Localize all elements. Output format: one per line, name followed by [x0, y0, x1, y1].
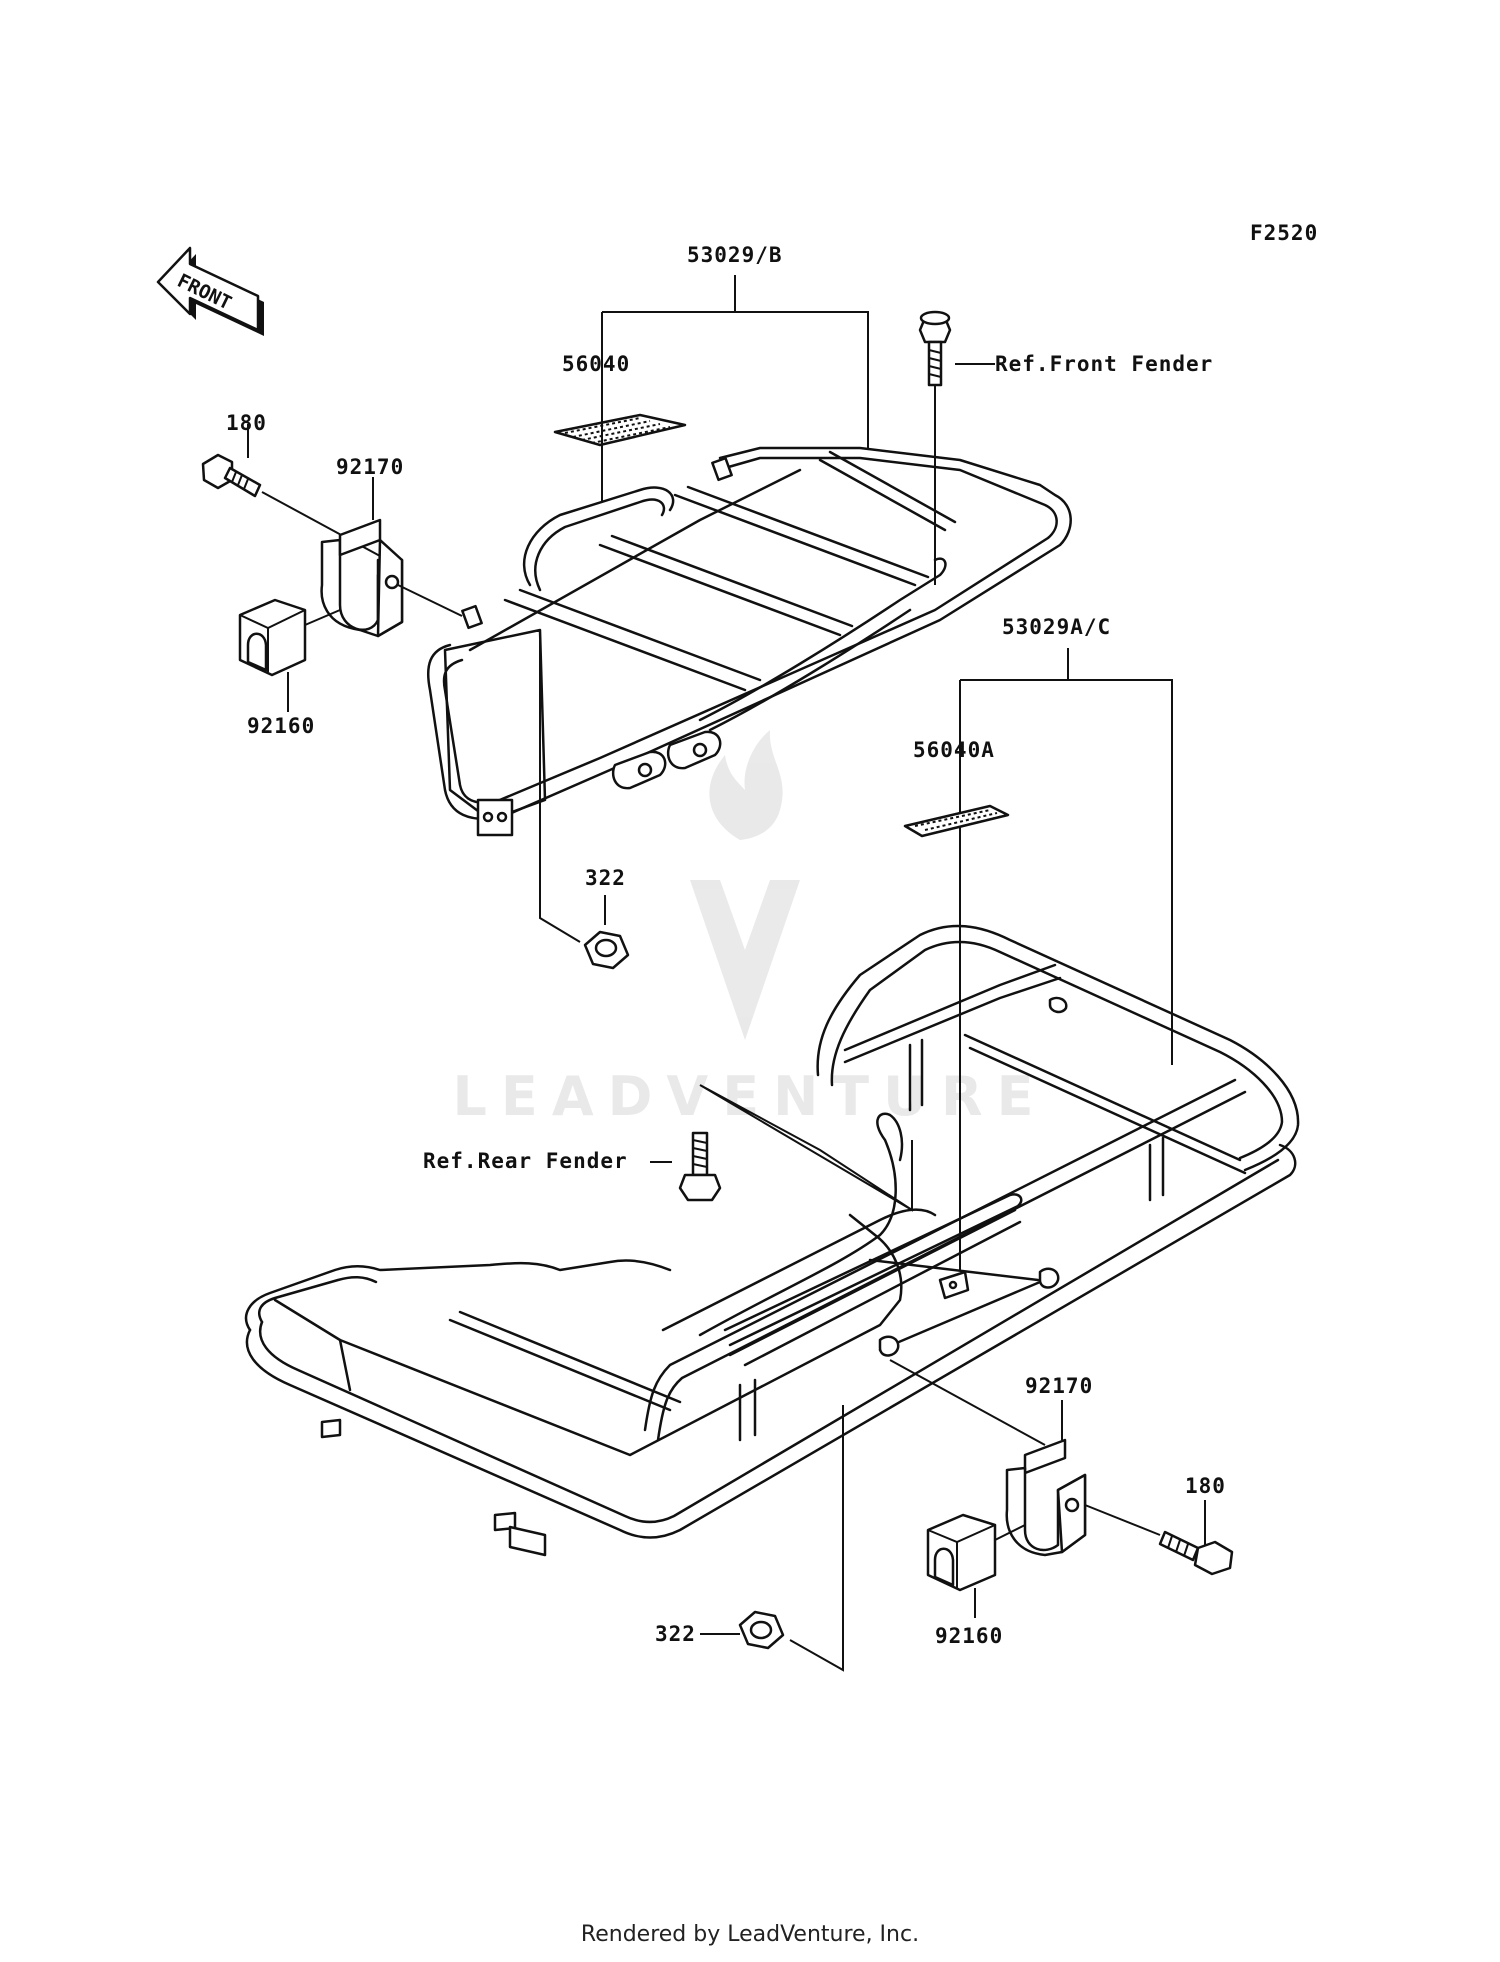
rear-bolt-callout: 180: [1185, 1474, 1226, 1498]
rear-clamp-92170: [1005, 1438, 1087, 1557]
front-carrier-callout: 53029/B: [687, 243, 783, 267]
front-bolt-180: [201, 453, 262, 498]
watermark-text: LEADVENTURE: [453, 1065, 1048, 1128]
front-carrier-leader: [601, 275, 869, 502]
front-nut-callout: 322: [585, 866, 626, 890]
front-fender-ref-callout: Ref.Front Fender: [995, 352, 1213, 376]
front-carrier: [426, 446, 1072, 837]
front-bolt-ref-leader: [934, 363, 995, 585]
rear-clamp-callout: 92170: [1025, 1374, 1093, 1398]
front-arrow-icon: FRONT: [156, 246, 264, 336]
rear-fender-bolt: [678, 1131, 722, 1202]
rear-nut-callout: 322: [655, 1622, 696, 1646]
front-clamp-92170: [320, 518, 404, 638]
front-mat-callout: 56040: [562, 352, 630, 376]
footer-credit: Rendered by LeadVenture, Inc.: [580, 1922, 920, 1947]
front-cushion-92160: [238, 598, 307, 677]
front-bolt-callout: 180: [226, 411, 267, 435]
rear-cushion-callout: 92160: [935, 1624, 1003, 1648]
front-nut-322: [583, 930, 630, 970]
rear-mat-callout: 56040A: [913, 738, 995, 762]
rear-bolt-180: [1158, 1530, 1234, 1576]
rear-mat: [903, 804, 1010, 838]
rear-carrier: [244, 924, 1300, 1557]
front-mat: [553, 413, 687, 447]
front-fender-bolt: [918, 310, 952, 387]
leadventure-watermark: LEADVENTURE: [453, 730, 1048, 1128]
rear-cushion-92160: [926, 1513, 997, 1592]
front-cushion-callout: 92160: [247, 714, 315, 738]
front-clamp-callout: 92170: [336, 455, 404, 479]
figure-code: F2520: [1250, 221, 1318, 245]
rear-nut-322: [738, 1610, 785, 1650]
rear-fender-ref-callout: Ref.Rear Fender: [423, 1149, 628, 1173]
rear-carrier-callout: 53029A/C: [1002, 615, 1111, 639]
